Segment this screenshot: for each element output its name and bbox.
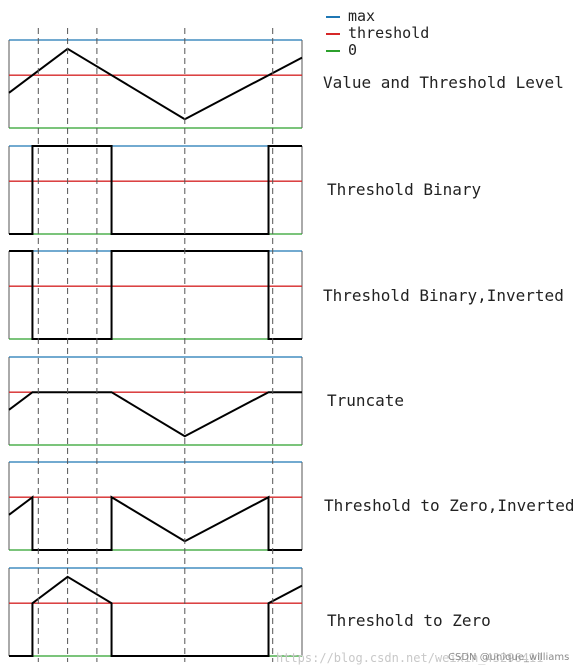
signal-binary: [9, 145, 302, 235]
legend-swatch-zero: [326, 49, 340, 52]
legend-item-max: max: [326, 8, 429, 25]
panel-label-tozero-inverted: Threshold to Zero,Inverted: [324, 496, 573, 515]
legend-label-zero: 0: [348, 41, 358, 59]
signal-tozero: [9, 575, 303, 657]
legend-label-threshold: threshold: [348, 24, 430, 42]
panel-label-binary: Threshold Binary: [327, 180, 482, 199]
legend-item-threshold: threshold: [326, 25, 429, 42]
legend-item-zero: 0: [326, 42, 429, 59]
panel-label-value: Value and Threshold Level: [323, 73, 564, 92]
legend: max threshold 0: [326, 8, 429, 59]
panel-label-tozero: Threshold to Zero: [327, 611, 491, 630]
signal-tozero_inv: [8, 495, 302, 551]
signal-value: [8, 47, 303, 121]
panel-label-truncate: Truncate: [327, 391, 405, 410]
watermark-csdn: CSDN @unique_williams: [448, 652, 570, 663]
legend-swatch-max: [326, 15, 340, 18]
signal-trunc: [8, 391, 302, 438]
legend-label-max: max: [348, 7, 376, 25]
panel-label-binary-inverted: Threshold Binary,Inverted: [323, 286, 564, 305]
signal-binary_inv: [9, 250, 302, 340]
legend-swatch-threshold: [326, 32, 340, 35]
watermark-url: https://blog.csdn.net/weixin_43296411: [276, 651, 544, 665]
